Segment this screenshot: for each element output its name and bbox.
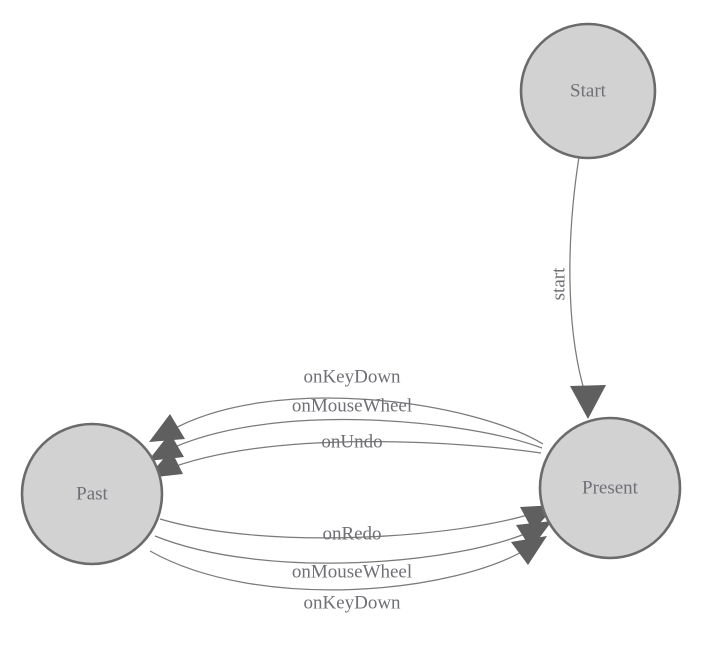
node-present[interactable]: Present [538, 416, 682, 560]
edge-past-to-present-onmousewheel[interactable] [154, 521, 552, 564]
edge-start-to-present[interactable] [569, 156, 606, 419]
edge-line [167, 397, 544, 445]
arrowhead-icon [570, 385, 606, 419]
edge-line [159, 511, 538, 539]
edge-past-to-present-onkeydown[interactable] [149, 536, 547, 591]
edge-line [154, 529, 535, 564]
node-past[interactable]: Past [20, 422, 164, 566]
edge-present-to-past-onkeydown[interactable] [149, 397, 544, 445]
arrowhead-icon [511, 536, 547, 565]
edge-label-present-to-past-onmousewheel: onMouseWheel [292, 395, 412, 416]
edge-label-present-to-past-onundo: onUndo [321, 431, 382, 452]
edge-label-past-to-present-onmousewheel: onMouseWheel [292, 561, 412, 582]
edge-line [569, 156, 586, 394]
arrowhead-icon [516, 521, 552, 549]
edge-label-start: start [548, 267, 569, 300]
edge-present-to-past-onmousewheel[interactable] [148, 418, 543, 461]
edge-label-group: start onKeyDown onMouseWheel onUndo onRe… [292, 267, 570, 613]
node-start-circle [519, 22, 657, 160]
edge-line [165, 418, 543, 452]
node-present-circle [538, 416, 682, 560]
node-past-circle [20, 422, 164, 566]
arrowhead-icon [149, 414, 185, 442]
node-start[interactable]: Start [519, 22, 657, 160]
edge-label-past-to-present-onredo: onRedo [322, 523, 381, 544]
edge-line [149, 546, 531, 591]
node-present-label: Present [582, 477, 639, 498]
arrowhead-icon [148, 433, 184, 461]
node-start-label: Start [570, 80, 607, 101]
node-group: Start Past Present [20, 22, 682, 566]
edge-label-present-to-past-onkeydown: onKeyDown [303, 366, 401, 387]
edge-label-past-to-present-onkeydown: onKeyDown [303, 592, 401, 613]
node-past-label: Past [76, 483, 108, 504]
edge-line [164, 441, 542, 471]
